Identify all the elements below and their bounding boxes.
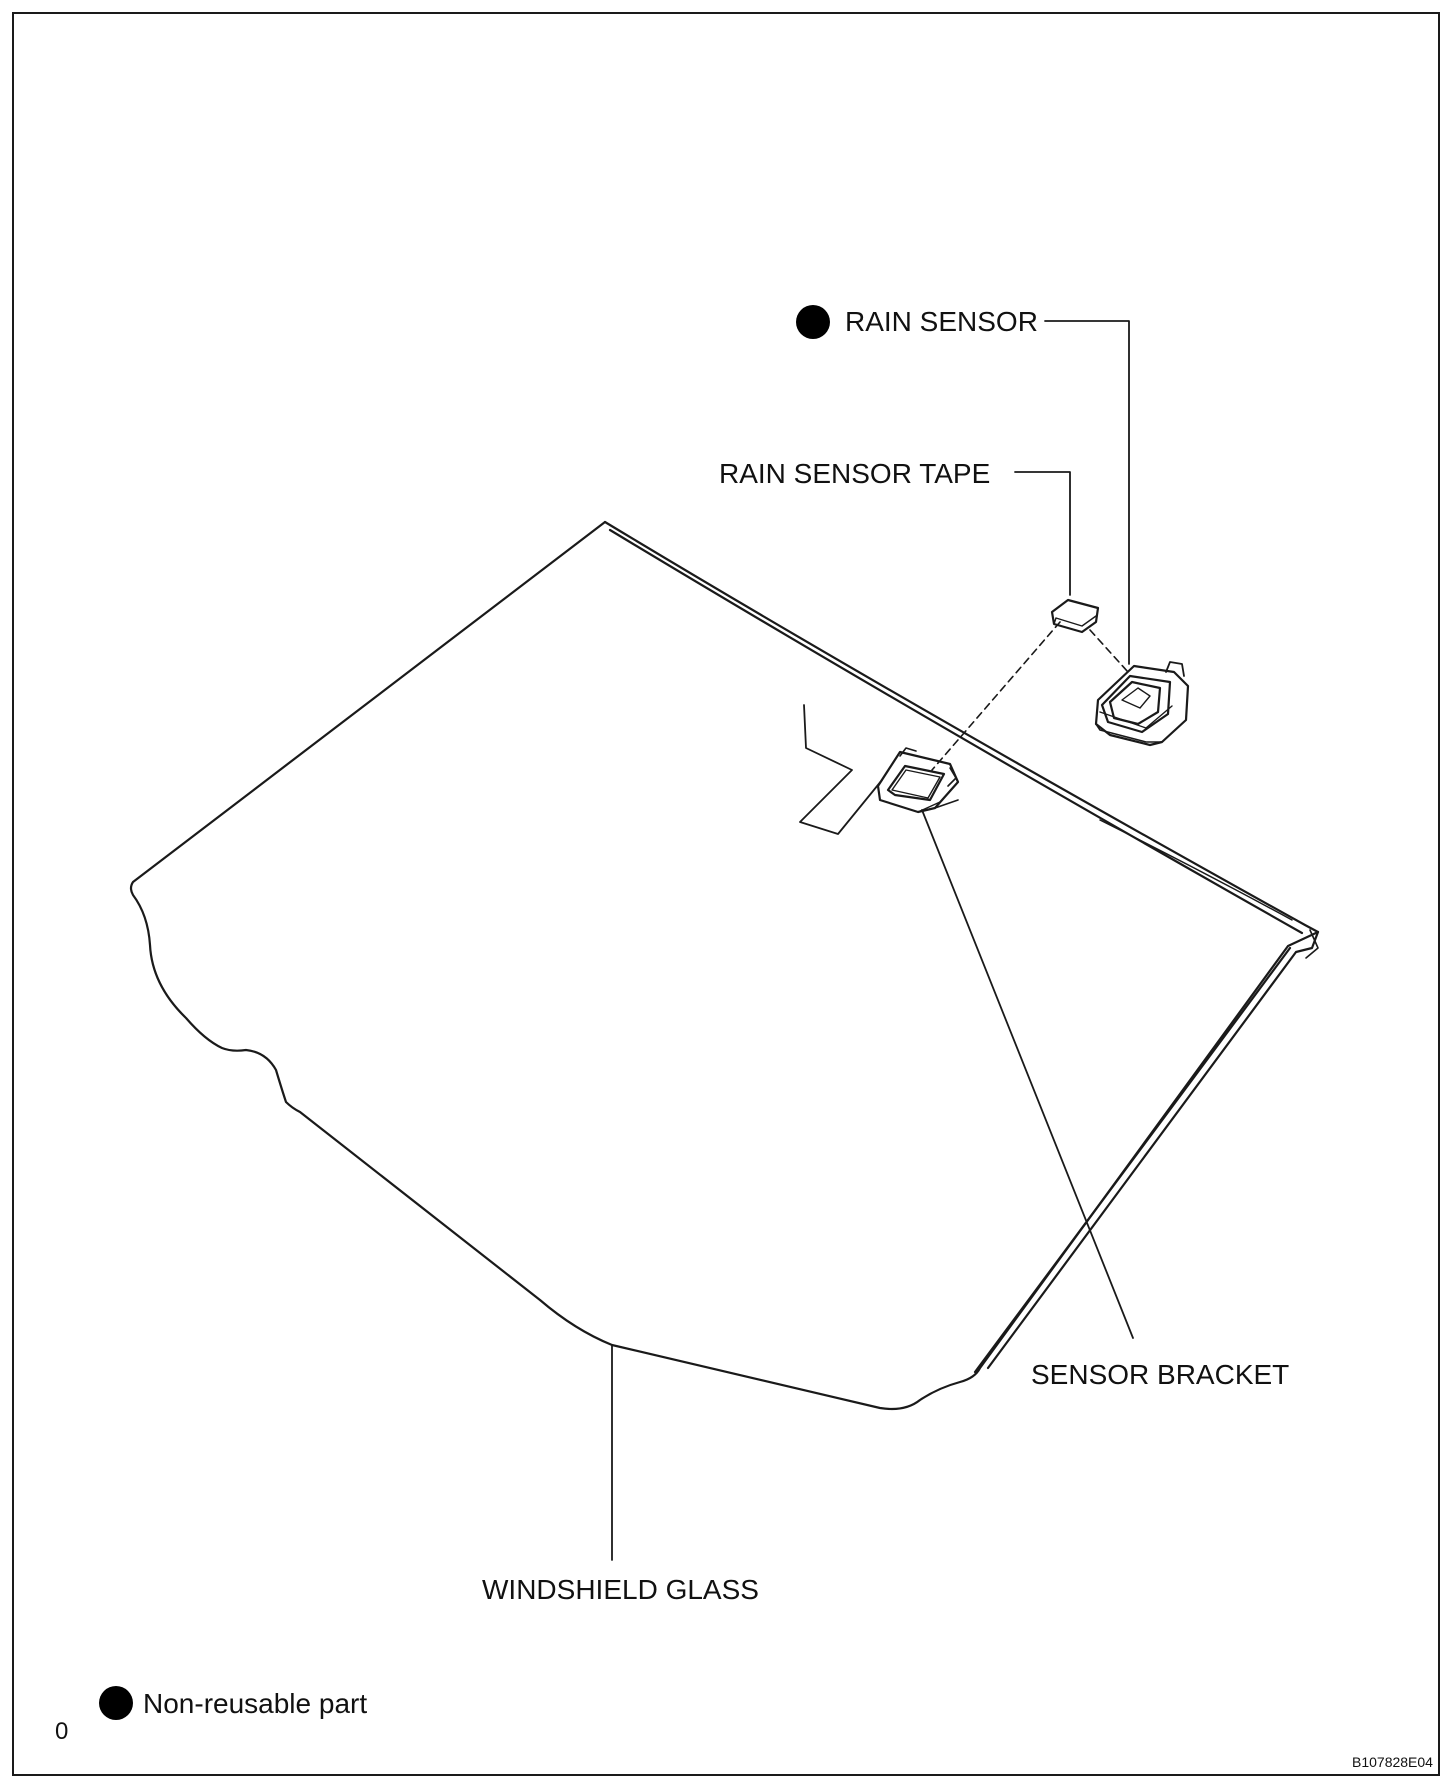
sensor-bracket [876,747,960,814]
figure-code: B107828E04 [1352,1754,1433,1770]
rain-sensor [1094,661,1190,747]
leader-rain-sensor [1044,320,1130,665]
legend-text: Non-reusable part [143,1688,368,1719]
label-windshield-glass: WINDSHIELD GLASS [482,1574,759,1605]
label-sensor-bracket: SENSOR BRACKET [1031,1359,1290,1390]
label-rain-sensor: RAIN SENSOR [845,306,1038,337]
diagram-frame [12,12,1440,1776]
assembly-dashed-lines [931,621,1129,771]
leader-sensor-bracket [921,809,1134,1339]
legend-non-reusable-dot [99,1686,133,1720]
glass-mask-outline [799,704,883,835]
leader-rain-sensor-tape [1014,471,1071,596]
non-reusable-marker [796,305,830,339]
label-rain-sensor-tape: RAIN SENSOR TAPE [719,458,991,489]
windshield-glass [129,520,1320,1411]
rain-sensor-tape [1050,598,1100,634]
leader-lines [611,320,1134,1561]
corner-mark: 0 [55,1718,69,1745]
